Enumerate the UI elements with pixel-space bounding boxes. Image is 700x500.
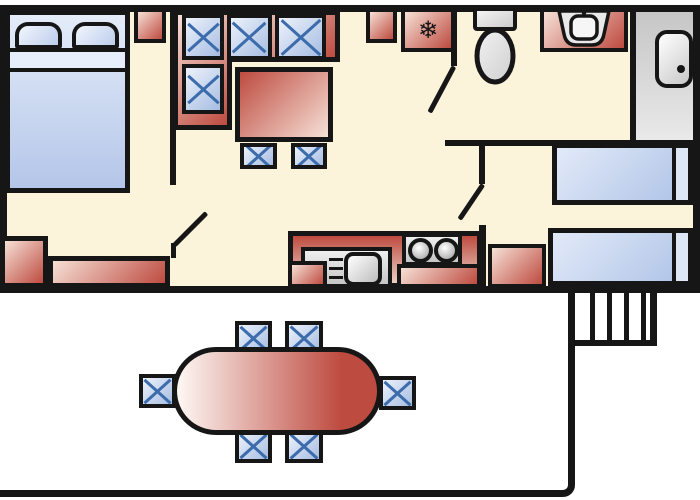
blanket-fold-line: [10, 68, 125, 72]
single-bed: [548, 228, 693, 286]
entrance-steps: [575, 293, 657, 346]
bed-pillow-divider: [672, 148, 676, 200]
washbasin-bowl: [569, 14, 599, 41]
dining-chair: [291, 143, 327, 169]
kitchen-cabinet: [288, 261, 327, 288]
low-cabinet: [48, 256, 170, 288]
wall-shower-room: [630, 12, 636, 140]
snowflake-icon: ❄: [417, 16, 439, 44]
outdoor-table: [172, 347, 382, 435]
washbasin-graphic: [556, 9, 612, 47]
sofa-cushion: [275, 14, 326, 60]
dining-chair: [240, 143, 277, 169]
pillow-left: [15, 22, 62, 49]
double-bed: [5, 10, 130, 193]
drain-dot: [677, 65, 685, 73]
toilet-bowl: [474, 27, 516, 85]
drainer-line: [329, 267, 343, 270]
sofa-cushion: [182, 64, 224, 114]
sofa-cushion: [227, 14, 272, 60]
toilet-graphic: [473, 7, 517, 85]
faucet-dot: [581, 10, 587, 16]
outdoor-chair: [139, 374, 176, 408]
bed-pillow-divider: [672, 233, 676, 281]
bed-pillow-strip: [676, 233, 688, 281]
blanket-fold-line: [10, 48, 125, 52]
storage-cabinet: [488, 244, 546, 288]
refrigerator: ❄: [401, 8, 455, 52]
wardrobe-cabinet: [0, 236, 48, 288]
step-tread-line: [590, 293, 595, 340]
wall-second-bedroom-lower: [479, 225, 486, 288]
step-tread-line: [641, 293, 646, 340]
shower-tray: [655, 30, 693, 88]
single-bed: [552, 143, 693, 205]
step-tread-line: [624, 293, 629, 340]
dining-table: [235, 67, 333, 142]
stove-burner: [434, 238, 459, 263]
blanket-fold-band: [10, 52, 125, 68]
outdoor-chair: [379, 376, 416, 410]
drainer-line: [329, 258, 343, 261]
step-tread-line: [607, 293, 612, 340]
sofa-cushion: [182, 14, 224, 60]
stove-burner: [408, 238, 433, 263]
bed-pillow-strip: [676, 148, 688, 200]
toilet: [470, 6, 520, 88]
pillow-right: [72, 22, 119, 49]
storage-cabinet: [366, 8, 397, 43]
wall-second-bedroom-upper: [479, 146, 485, 184]
toilet-cistern: [473, 7, 517, 31]
bedside-cabinet: [134, 8, 166, 43]
washbasin: [551, 8, 617, 50]
wall-bedroom-stub: [171, 243, 176, 258]
kitchen-cabinet: [397, 264, 481, 288]
drainer-line: [329, 276, 343, 279]
kitchen-sink-bowl: [344, 252, 382, 286]
